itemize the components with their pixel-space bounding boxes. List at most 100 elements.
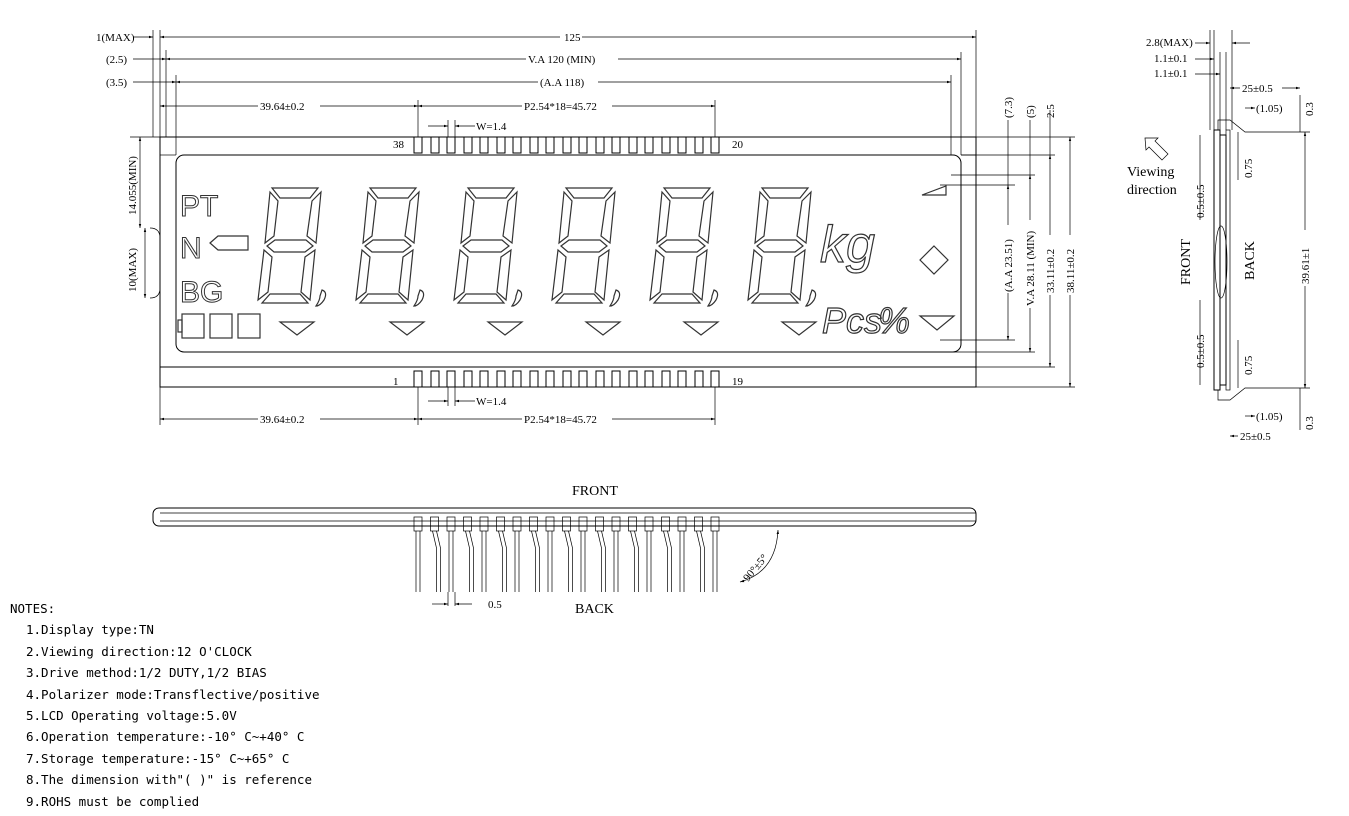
minus-segment <box>209 235 249 251</box>
side-dim-top-03: 0.3 <box>1304 102 1316 116</box>
dim-right-v6: 33.11±0.2 <box>1045 249 1057 293</box>
bottom-view-pin-leg <box>432 530 441 592</box>
diamond-indicator <box>919 245 949 275</box>
bottom-view-pin-head <box>512 516 522 532</box>
bottom-view-pin-head <box>644 516 654 532</box>
bottom-view-pin-head <box>677 516 687 532</box>
digit-5 <box>649 187 719 307</box>
bottom-view-pin-head <box>661 516 670 532</box>
bottom-view-pin-leg <box>712 531 718 592</box>
arrow-indicator-1 <box>278 321 316 336</box>
pin-label-19: 19 <box>732 376 744 388</box>
bottom-view-pin-leg <box>448 531 454 592</box>
bottom-view-pin-leg <box>531 530 540 592</box>
side-dim-glass2: 1.1±0.1 <box>1154 68 1188 80</box>
dim-right-v2: (5) <box>1025 105 1037 118</box>
dim-top-left-1: 1(MAX) <box>96 32 135 44</box>
side-dim-top-075: 0.75 <box>1243 158 1255 178</box>
top-dimensions: 125 V.A 120 (MIN) (A.A 118) 1(MAX) (2.5)… <box>96 30 977 155</box>
digit-1 <box>257 187 327 307</box>
note-item: 3.Drive method:1/2 DUTY,1/2 BIAS <box>26 665 267 681</box>
bottom-view-pin-head <box>595 516 604 532</box>
side-dim-bottom-03: 0.3 <box>1304 416 1316 430</box>
bottom-view-pin-leg <box>696 530 705 592</box>
viewing-label-1: Viewing <box>1127 165 1174 180</box>
side-dim-height: 39.61±1 <box>1300 248 1312 284</box>
bottom-view-pin-head <box>496 516 505 532</box>
dim-left-v2: 10(MAX) <box>127 248 139 292</box>
dim-top-left-3: (3.5) <box>106 77 127 89</box>
arrow-indicator-6 <box>780 321 818 336</box>
bottom-view-pin-leg <box>679 531 685 592</box>
dim-right-v4: (A.A 23.51) <box>1003 239 1015 292</box>
dim-right-v1: (7.3) <box>1003 97 1015 118</box>
note-item: 9.ROHS must be complied <box>26 793 200 809</box>
note-item: 7.Storage temperature:-15° C~+65° C <box>26 750 290 766</box>
dim-pin-offset-bottom: 39.64±0.2 <box>260 414 305 426</box>
bottom-view-pin-leg <box>597 530 606 592</box>
bottom-view-pin-head <box>529 516 538 532</box>
bottom-view-pin-leg <box>613 531 619 592</box>
segment-kg: kg <box>820 216 875 274</box>
dim-overall-width: 125 <box>564 32 581 44</box>
bottom-view-pin-head <box>694 516 703 532</box>
segment-pcs: Pcs <box>822 300 882 341</box>
dim-va-width: V.A 120 (MIN) <box>528 54 596 66</box>
arrow-indicator-4 <box>584 321 622 336</box>
bottom-view-pin-head <box>446 516 456 532</box>
dim-pin-offset-top: 39.64±0.2 <box>260 101 305 113</box>
dim-pin-pitch-top: P2.54*18=45.72 <box>524 101 597 113</box>
bottom-view-pin-head <box>430 516 439 532</box>
segment-n: N <box>180 232 202 265</box>
bottom-view-pin-head <box>578 516 588 532</box>
dim-pin-pitch-bottom: P2.54*18=45.72 <box>524 414 597 426</box>
bottom-dimensions: W=1.4 39.64±0.2 P2.54*18=45.72 <box>159 387 716 426</box>
bottom-view-pin-leg <box>481 531 487 592</box>
digit-6 <box>747 187 817 307</box>
right-dimensions: (7.3) (5) 2.5 (A.A 23.51) V.A 28.11 (MIN… <box>940 97 1077 388</box>
pin-label-1: 1 <box>393 376 399 388</box>
battery-icon <box>177 313 261 339</box>
segment-pt: PT <box>180 190 218 223</box>
viewing-label-2: direction <box>1127 183 1177 198</box>
pin-label-38: 38 <box>393 139 405 151</box>
side-dim-bottom-075: 0.75 <box>1243 355 1255 375</box>
bottom-pins <box>413 370 720 388</box>
viewing-area <box>175 154 962 353</box>
digit-2 <box>355 187 425 307</box>
dim-right-v5: V.A 28.11 (MIN) <box>1025 230 1037 306</box>
side-view: 2.8(MAX) 1.1±0.1 1.1±0.1 25±0.5 (1.05) 0… <box>1127 30 1316 443</box>
left-dimensions: 14.055(MIN) 10(MAX) <box>127 136 161 299</box>
bottom-view-pin-head <box>710 516 720 532</box>
side-dim-bottom-pin: 25±0.5 <box>1240 431 1271 443</box>
side-dim-top-pin: 25±0.5 <box>1242 83 1273 95</box>
bottom-view-pin-head <box>611 516 621 532</box>
bottom-view-pin-head <box>413 516 423 532</box>
dim-aa-width: (A.A 118) <box>540 77 585 89</box>
bottom-view-pin-head <box>479 516 489 532</box>
bottom-pin-dim: 0.5 <box>488 599 502 611</box>
bottom-view-pin-leg <box>514 531 520 592</box>
bottom-view-pin-leg <box>415 531 421 592</box>
triangle-up-indicator <box>921 185 947 196</box>
arrow-indicator-5 <box>682 321 720 336</box>
bottom-view-pin-leg <box>646 531 652 592</box>
bottom-angle-dim: 90°±5° <box>741 552 770 584</box>
bottom-view-pin-leg <box>498 530 507 592</box>
digit-arrow-indicators <box>278 321 818 336</box>
note-item: 4.Polarizer mode:Transflective/positive <box>26 686 320 702</box>
top-pins <box>413 136 720 154</box>
side-front-label: FRONT <box>1179 239 1194 285</box>
bottom-back-label: BACK <box>575 602 614 617</box>
side-dim-bottom-ref: (1.05) <box>1256 411 1283 423</box>
bottom-view-pin-leg <box>547 531 553 592</box>
side-dim-top-ref: (1.05) <box>1256 103 1283 115</box>
bottom-view-pin-head <box>628 516 637 532</box>
bottom-view-pin-leg <box>663 530 672 592</box>
note-item: 8.The dimension with"( )" is reference <box>26 772 312 788</box>
bottom-view-pin-head <box>545 516 555 532</box>
bottom-view-pin-leg <box>580 531 586 592</box>
dim-right-v7: 38.11±0.2 <box>1065 249 1077 293</box>
triangle-down-indicator <box>918 315 956 331</box>
